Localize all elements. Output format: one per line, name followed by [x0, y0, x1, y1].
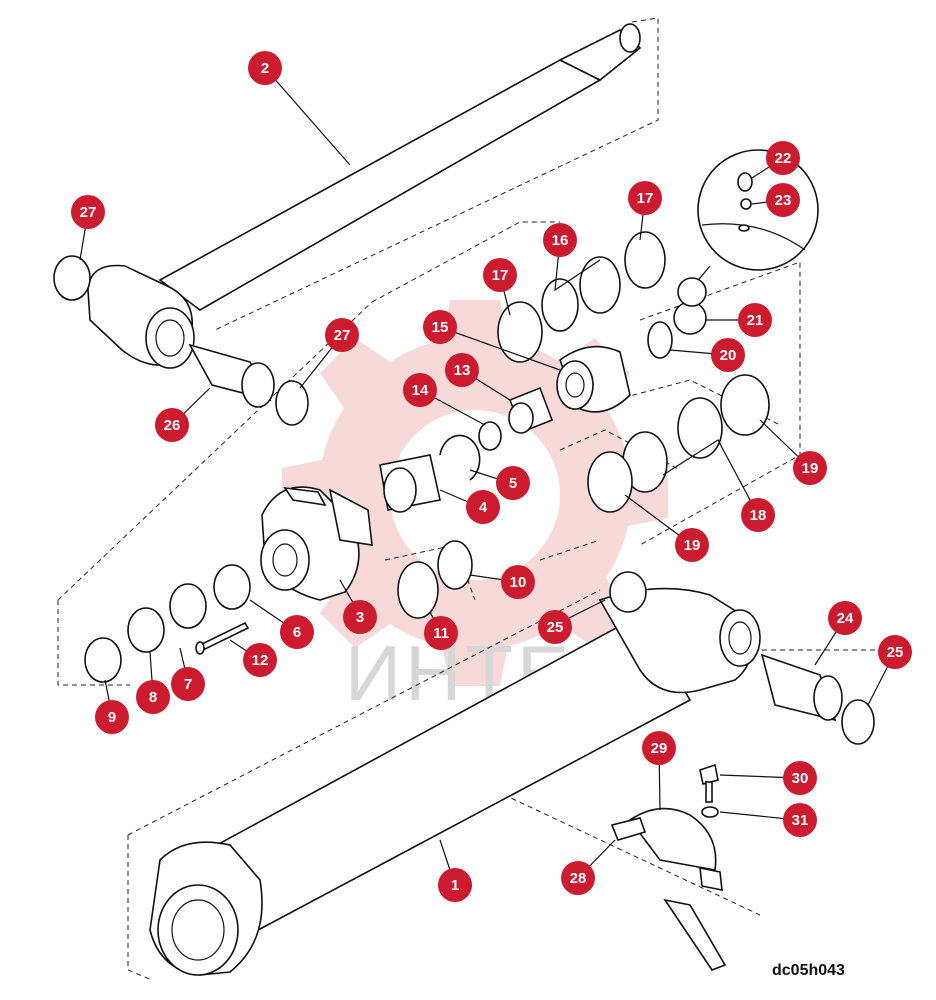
svg-text:23: 23: [775, 192, 792, 209]
grease-fitting-detail: [677, 149, 819, 307]
piston-seal-stack: [439, 231, 770, 513]
callout-4: 4: [466, 490, 500, 524]
svg-text:27: 27: [80, 204, 97, 221]
callout-27-mid: 27: [325, 318, 359, 352]
callout-18: 18: [741, 498, 775, 532]
svg-text:14: 14: [412, 382, 429, 399]
wiper-ring-25-top: [609, 571, 647, 613]
callout-20: 20: [711, 338, 745, 372]
callout-8: 8: [136, 680, 170, 714]
callout-15: 15: [423, 310, 457, 344]
callout-19-right: 19: [793, 451, 827, 485]
callout-24: 24: [828, 601, 862, 635]
svg-text:2: 2: [261, 60, 269, 77]
svg-text:3: 3: [356, 609, 364, 626]
callout-1: 1: [438, 868, 472, 902]
bolt-12: [195, 621, 250, 655]
svg-text:4: 4: [479, 499, 488, 516]
wiper-ring-rod-eye: [275, 380, 309, 426]
rod-eye-bushing: [188, 343, 275, 408]
callout-16: 16: [543, 223, 577, 257]
callout-28: 28: [561, 861, 595, 895]
callout-13: 13: [445, 353, 479, 387]
callout-14: 14: [403, 373, 437, 407]
svg-text:22: 22: [775, 150, 792, 167]
svg-text:30: 30: [792, 770, 809, 787]
gland-head: [260, 454, 473, 619]
svg-text:7: 7: [184, 676, 192, 693]
callout-26: 26: [155, 408, 189, 442]
svg-text:10: 10: [510, 574, 527, 591]
svg-text:25: 25: [547, 619, 564, 636]
callout-31: 31: [783, 803, 817, 837]
callout-17-left: 17: [483, 258, 517, 292]
svg-text:17: 17: [492, 267, 509, 284]
svg-text:24: 24: [837, 610, 854, 627]
svg-text:26: 26: [164, 417, 181, 434]
callout-17-right: 17: [628, 181, 662, 215]
svg-text:5: 5: [509, 475, 517, 492]
svg-text:11: 11: [433, 625, 449, 642]
svg-text:27: 27: [334, 327, 351, 344]
wiper-ring-left-top: [53, 255, 91, 301]
svg-text:19: 19: [684, 537, 701, 554]
callout-7: 7: [171, 667, 205, 701]
callout-2: 2: [248, 51, 282, 85]
svg-text:29: 29: [651, 740, 668, 757]
barrel-bushing-24: [760, 653, 843, 722]
cylinder-barrel: [149, 587, 761, 976]
callout-12: 12: [243, 643, 277, 677]
svg-text:20: 20: [720, 347, 737, 364]
callout-25-right: 25: [878, 635, 912, 669]
callout-23: 23: [766, 183, 800, 217]
svg-text:13: 13: [454, 362, 471, 379]
callout-19-left: 19: [675, 528, 709, 562]
callout-5: 5: [496, 466, 530, 500]
svg-text:21: 21: [747, 312, 764, 329]
gland-seal-rings: [84, 564, 251, 683]
callout-30: 30: [783, 761, 817, 795]
svg-text:1: 1: [451, 877, 459, 894]
svg-text:12: 12: [252, 652, 269, 669]
callout-11: 11: [424, 616, 458, 650]
svg-text:15: 15: [432, 319, 449, 336]
svg-text:31: 31: [792, 812, 809, 829]
wiper-ring-25-right: [841, 699, 875, 745]
piston-rod: [87, 23, 642, 369]
svg-text:19: 19: [802, 460, 819, 477]
callout-29: 29: [642, 731, 676, 765]
callout-22: 22: [766, 141, 800, 175]
diagram-code-label: dc05h043: [772, 962, 845, 979]
svg-text:17: 17: [637, 190, 654, 207]
svg-text:18: 18: [750, 507, 767, 524]
callout-25-left: 25: [538, 610, 572, 644]
svg-text:8: 8: [149, 689, 157, 706]
callout-21: 21: [738, 303, 772, 337]
svg-text:9: 9: [108, 709, 116, 726]
svg-text:28: 28: [570, 870, 587, 887]
callout-3: 3: [343, 600, 377, 634]
callout-27-top: 27: [71, 195, 105, 229]
pipe-clamp: [610, 763, 727, 971]
svg-text:16: 16: [552, 232, 569, 249]
svg-text:6: 6: [293, 624, 301, 641]
callout-10: 10: [501, 565, 535, 599]
svg-text:25: 25: [887, 644, 904, 661]
callout-6: 6: [280, 615, 314, 649]
callout-9: 9: [95, 700, 129, 734]
